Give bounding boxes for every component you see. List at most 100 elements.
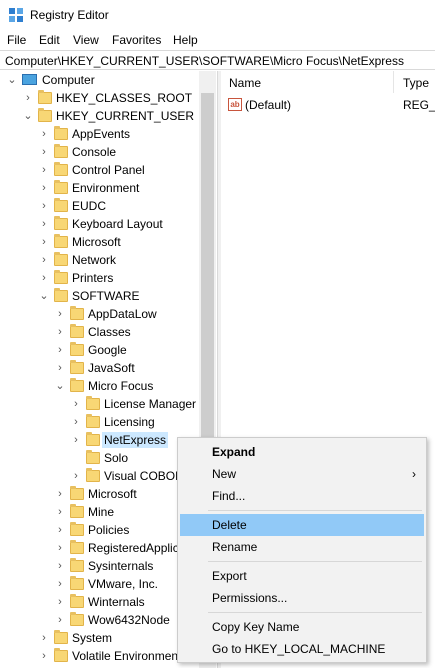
chevron-right-icon[interactable]: › [58, 560, 62, 572]
tree-item[interactable]: ›Visual COBOL [0, 467, 217, 485]
chevron-down-icon[interactable]: ⌄ [55, 380, 65, 392]
tree-item[interactable]: ⌄SOFTWARE [0, 287, 217, 305]
tree-item[interactable]: ›Microsoft [0, 485, 217, 503]
tree-item[interactable]: ›VMware, Inc. [0, 575, 217, 593]
chevron-right-icon[interactable]: › [42, 128, 46, 140]
key-tree[interactable]: ⌄ Computer ›HKEY_CLASSES_ROOT ⌄ HKEY_CURRE… [0, 71, 217, 668]
tree-item[interactable]: ›JavaSoft [0, 359, 217, 377]
tree-item[interactable]: Solo [0, 449, 217, 467]
chevron-right-icon[interactable]: › [58, 614, 62, 626]
chevron-down-icon[interactable]: ⌄ [39, 290, 49, 302]
chevron-down-icon[interactable]: ⌄ [23, 110, 33, 122]
tree-item[interactable]: ›Keyboard Layout [0, 215, 217, 233]
tree-item[interactable]: ›Volatile Environmen [0, 647, 217, 665]
tree-item[interactable]: ›HKEY_CLASSES_ROOT [0, 89, 217, 107]
chevron-right-icon[interactable]: › [58, 542, 62, 554]
menu-favorites[interactable]: Favorites [112, 33, 162, 47]
chevron-right-icon[interactable]: › [42, 200, 46, 212]
address-path[interactable]: Computer\HKEY_CURRENT_USER\SOFTWARE\Micr… [5, 54, 404, 68]
tree-item[interactable]: ›Console [0, 143, 217, 161]
chevron-right-icon[interactable]: › [42, 182, 46, 194]
tree-item[interactable]: ⌄Micro Focus [0, 377, 217, 395]
tree-item[interactable]: ›Environment [0, 179, 217, 197]
tree-item[interactable]: ›AppDataLow [0, 305, 217, 323]
column-header-type[interactable]: Type [403, 76, 430, 90]
folder-icon [54, 288, 68, 302]
chevron-right-icon[interactable]: › [74, 434, 78, 446]
tree-item[interactable]: ›Wow6432Node [0, 611, 217, 629]
menu-item-export[interactable]: Export [180, 565, 424, 587]
menu-help[interactable]: Help [173, 33, 198, 47]
tree-item[interactable]: ›NetExpress [0, 431, 217, 449]
tree-item[interactable]: ›Control Panel [0, 161, 217, 179]
values-list[interactable]: Name Type ab (Default) REG_S [221, 71, 435, 668]
tree-item[interactable]: ›Printers [0, 269, 217, 287]
chevron-right-icon[interactable]: › [42, 236, 46, 248]
chevron-down-icon[interactable]: ⌄ [7, 74, 17, 86]
menu-file[interactable]: File [7, 33, 27, 47]
chevron-right-icon[interactable]: › [42, 218, 46, 230]
tree-item[interactable]: ⌄ HKEY_CURRENT_USER [0, 107, 217, 125]
menu-item-expand[interactable]: Expand [180, 441, 424, 463]
menu-edit[interactable]: Edit [39, 33, 60, 47]
chevron-right-icon[interactable]: › [42, 632, 46, 644]
tree-item[interactable]: ›Classes [0, 323, 217, 341]
tree-item[interactable]: ›EUDC [0, 197, 217, 215]
menu-item-copy-key-name[interactable]: Copy Key Name [180, 616, 424, 638]
tree-label: RegisteredApplic [88, 541, 179, 555]
tree-item[interactable]: ›Network [0, 251, 217, 269]
chevron-right-icon[interactable]: › [42, 164, 46, 176]
column-header-name[interactable]: Name [229, 76, 262, 90]
tree-item[interactable]: ›AppEvents [0, 125, 217, 143]
tree-item[interactable]: ›Mine [0, 503, 217, 521]
chevron-right-icon[interactable]: › [58, 506, 62, 518]
tree-item[interactable]: ›System [0, 629, 217, 647]
tree-item-computer[interactable]: ⌄ Computer [0, 71, 217, 89]
chevron-right-icon[interactable]: › [58, 362, 62, 374]
chevron-right-icon[interactable]: › [58, 578, 62, 590]
menu-item-permissions[interactable]: Permissions... [180, 587, 424, 609]
chevron-right-icon[interactable]: › [58, 596, 62, 608]
tree-item[interactable]: ›Sysinternals [0, 557, 217, 575]
folder-icon [54, 630, 68, 644]
chevron-right-icon[interactable]: › [58, 344, 62, 356]
tree-item[interactable]: ›Winternals [0, 593, 217, 611]
chevron-right-icon[interactable]: › [58, 524, 62, 536]
chevron-right-icon[interactable]: › [42, 272, 46, 284]
menu-item-goto-hklm[interactable]: Go to HKEY_LOCAL_MACHINE [180, 638, 424, 660]
folder-icon [70, 522, 84, 536]
tree-item[interactable]: ›Policies [0, 521, 217, 539]
folder-icon [86, 396, 100, 410]
folder-icon [86, 414, 100, 428]
folder-icon [54, 216, 68, 230]
menu-item-find[interactable]: Find... [180, 485, 424, 507]
tree-item[interactable]: ›Microsoft [0, 233, 217, 251]
menu-view[interactable]: View [73, 33, 99, 47]
chevron-right-icon[interactable]: › [58, 326, 62, 338]
tree-item[interactable]: ›Google [0, 341, 217, 359]
column-divider[interactable] [393, 71, 394, 93]
tree-label: HKEY_CURRENT_USER [56, 109, 195, 123]
scrollbar-thumb[interactable] [201, 93, 214, 503]
chevron-right-icon: › [412, 467, 416, 481]
chevron-right-icon[interactable]: › [42, 146, 46, 158]
chevron-right-icon[interactable]: › [74, 470, 78, 482]
window-title: Registry Editor [30, 8, 109, 22]
menu-item-new[interactable]: New › [180, 463, 424, 485]
chevron-right-icon[interactable]: › [26, 92, 30, 104]
chevron-right-icon[interactable]: › [42, 650, 46, 662]
chevron-right-icon[interactable]: › [74, 416, 78, 428]
value-row[interactable]: ab (Default) REG_S [221, 96, 435, 114]
chevron-right-icon[interactable]: › [58, 308, 62, 320]
tree-item[interactable]: ›License Manager [0, 395, 217, 413]
chevron-right-icon[interactable]: › [58, 488, 62, 500]
tree-item[interactable]: ›Licensing [0, 413, 217, 431]
address-bar[interactable]: Computer\HKEY_CURRENT_USER\SOFTWARE\Micr… [0, 50, 435, 70]
pane-splitter[interactable] [217, 71, 221, 668]
menu-item-rename[interactable]: Rename [180, 536, 424, 558]
menu-item-delete[interactable]: Delete [180, 514, 424, 536]
menu-item-label: New [212, 467, 237, 481]
tree-item[interactable]: › RegisteredApplic [0, 539, 217, 557]
chevron-right-icon[interactable]: › [74, 398, 78, 410]
chevron-right-icon[interactable]: › [42, 254, 46, 266]
